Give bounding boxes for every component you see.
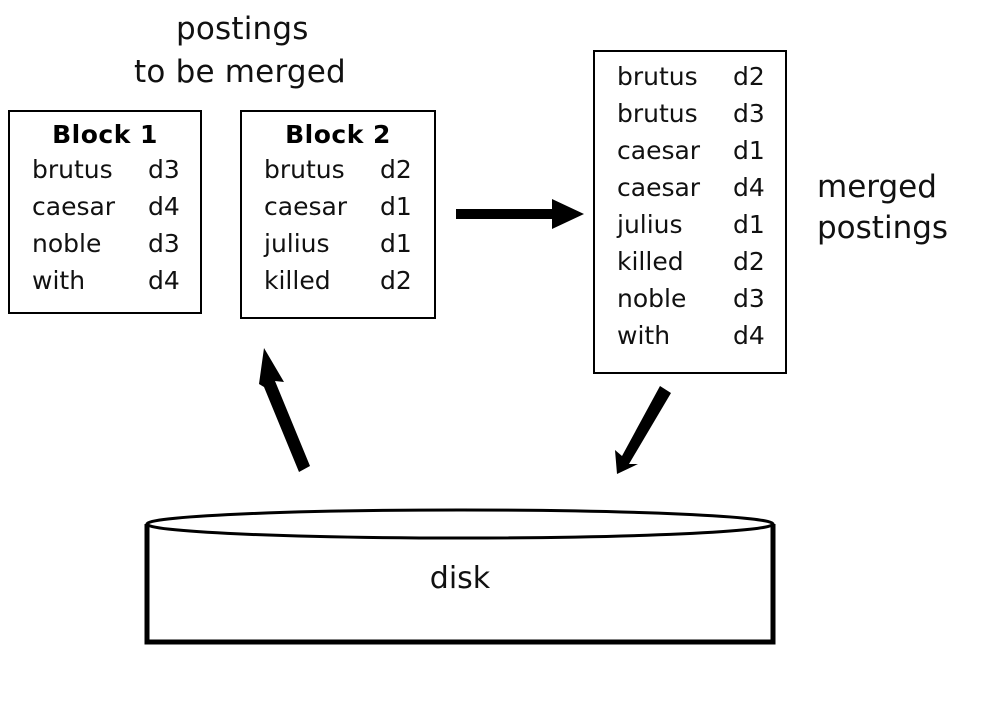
- block-1-rows: brutus d3 caesar d4 noble d3 with d4: [10, 155, 200, 303]
- posting-doc: d3: [733, 284, 765, 313]
- posting-doc: d2: [380, 155, 412, 184]
- block-2-rows: brutus d2 caesar d1 julius d1 killed d2: [242, 155, 434, 303]
- disk-label: disk: [429, 561, 491, 596]
- posting-row: caesar d4: [32, 192, 200, 229]
- posting-doc: d1: [380, 229, 412, 258]
- posting-term: noble: [32, 229, 102, 258]
- posting-row: brutus d3: [617, 99, 785, 136]
- posting-term: noble: [617, 284, 687, 313]
- posting-doc: d2: [380, 266, 412, 295]
- block-1-box: Block 1 brutus d3 caesar d4 noble d3 wit…: [8, 110, 202, 314]
- posting-term: killed: [264, 266, 331, 295]
- block-2-box: Block 2 brutus d2 caesar d1 julius d1 ki…: [240, 110, 436, 319]
- posting-doc: d1: [380, 192, 412, 221]
- posting-row: caesar d4: [617, 173, 785, 210]
- posting-row: killed d2: [617, 247, 785, 284]
- posting-row: caesar d1: [617, 136, 785, 173]
- block-1-title: Block 1: [52, 120, 158, 149]
- merged-postings-box: brutus d2 brutus d3 caesar d1 caesar d4 …: [593, 50, 787, 374]
- posting-doc: d4: [148, 192, 180, 221]
- posting-row: brutus d2: [617, 62, 785, 99]
- posting-doc: d4: [733, 321, 765, 350]
- posting-term: caesar: [32, 192, 116, 221]
- merged-postings-label-line-1: merged: [817, 169, 937, 205]
- posting-row: noble d3: [32, 229, 200, 266]
- posting-term: brutus: [617, 62, 698, 91]
- merged-postings-label: merged postings: [817, 167, 948, 249]
- disk-cylinder-icon: [144, 508, 776, 645]
- posting-row: with d4: [32, 266, 200, 303]
- caption-to-be-merged: to be merged: [134, 54, 346, 90]
- posting-doc: d2: [733, 247, 765, 276]
- posting-term: with: [617, 321, 671, 350]
- posting-term: caesar: [617, 136, 701, 165]
- block-2-title: Block 2: [285, 120, 391, 149]
- merge-arrow-right-icon: [456, 199, 584, 229]
- posting-doc: d1: [733, 210, 765, 239]
- posting-term: brutus: [264, 155, 345, 184]
- posting-doc: d4: [148, 266, 180, 295]
- posting-term: brutus: [617, 99, 698, 128]
- merged-rows: brutus d2 brutus d3 caesar d1 caesar d4 …: [595, 62, 785, 358]
- posting-row: julius d1: [617, 210, 785, 247]
- posting-term: with: [32, 266, 86, 295]
- posting-doc: d3: [148, 229, 180, 258]
- posting-term: caesar: [617, 173, 701, 202]
- posting-term: killed: [617, 247, 684, 276]
- posting-row: with d4: [617, 321, 785, 358]
- posting-term: brutus: [32, 155, 113, 184]
- posting-row: julius d1: [264, 229, 434, 266]
- posting-doc: d1: [733, 136, 765, 165]
- posting-row: caesar d1: [264, 192, 434, 229]
- posting-doc: d4: [733, 173, 765, 202]
- posting-doc: d2: [733, 62, 765, 91]
- posting-row: killed d2: [264, 266, 434, 303]
- posting-term: julius: [617, 210, 683, 239]
- posting-row: brutus d3: [32, 155, 200, 192]
- posting-doc: d3: [733, 99, 765, 128]
- write-to-disk-arrow-icon: [615, 386, 671, 474]
- posting-row: brutus d2: [264, 155, 434, 192]
- caption-postings: postings: [176, 11, 309, 47]
- posting-row: noble d3: [617, 284, 785, 321]
- merged-postings-label-line-2: postings: [817, 210, 949, 246]
- read-from-disk-arrow-icon: [259, 348, 310, 472]
- posting-term: julius: [264, 229, 330, 258]
- posting-term: caesar: [264, 192, 348, 221]
- posting-doc: d3: [148, 155, 180, 184]
